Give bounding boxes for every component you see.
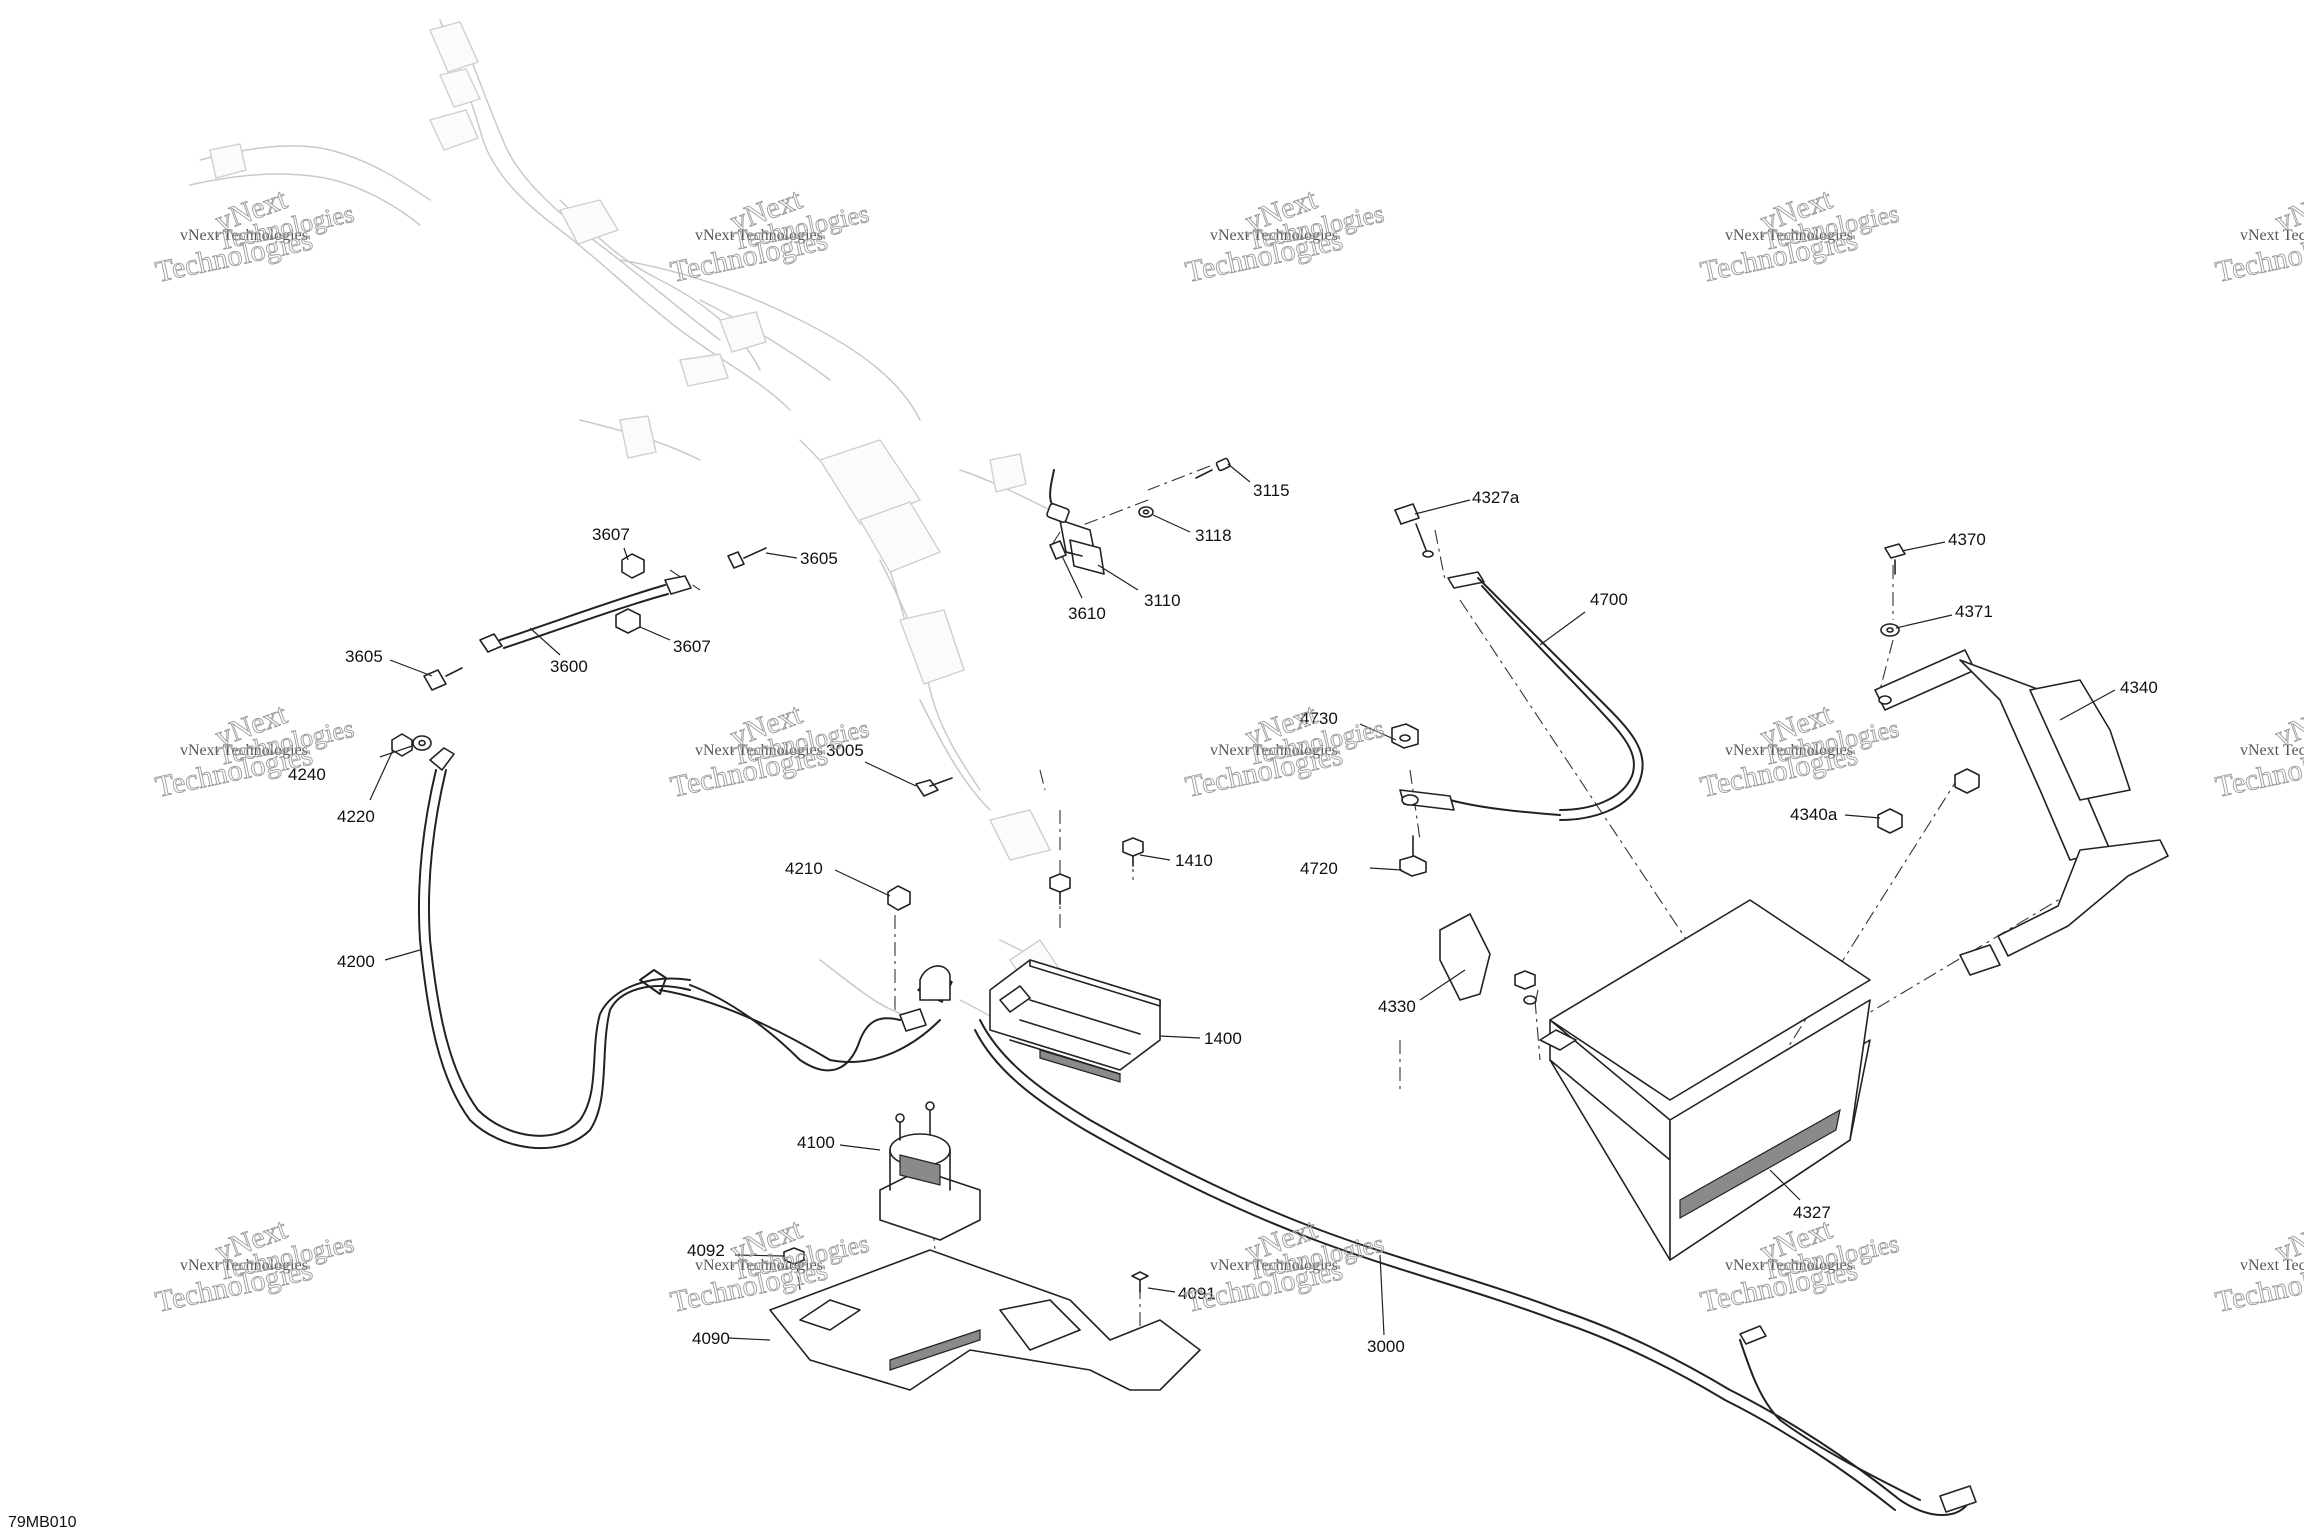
svg-text:vNext Technologies: vNext Technologies — [2240, 1257, 2304, 1274]
label-3600: 3600 — [550, 657, 588, 676]
nut-4220-icon — [391, 733, 413, 757]
watermark: vNext Technologies vNext Technologies Te… — [1697, 697, 1902, 804]
nut-3607-upper-icon — [621, 553, 645, 579]
label-4100: 4100 — [797, 1133, 835, 1152]
ghost-harness-background — [189, 19, 1121, 1041]
screw-4327a-icon — [1394, 503, 1434, 558]
assembly-dash-lines — [624, 465, 2076, 1330]
svg-text:vNext Technologies: vNext Technologies — [1210, 742, 1338, 759]
sensor-3110-icon — [1046, 469, 1105, 575]
watermark: vNext Technologies vNext Technologies Te… — [667, 182, 872, 289]
washer-4371-icon — [1880, 623, 1900, 637]
label-4700: 4700 — [1590, 590, 1628, 609]
bolt-3605-lower-icon — [423, 667, 463, 691]
label-3605-lower: 3605 — [345, 647, 383, 666]
svg-text:vNext Technologies: vNext Technologies — [2240, 227, 2304, 244]
bolt-3005-icon — [915, 777, 953, 797]
terminal-boot-4330 — [1439, 913, 1537, 1005]
watermark: vNext Technologies vNext Technologies Te… — [1182, 1212, 1387, 1319]
label-4210: 4210 — [785, 859, 823, 878]
watermark: vNext Technologies vNext Technologies — [2212, 182, 2304, 289]
svg-text:vNext Technologies: vNext Technologies — [2240, 742, 2304, 759]
label-3115: 3115 — [1253, 481, 1290, 500]
watermark: vNext Technologies vNext Technologies Te… — [152, 697, 357, 804]
watermark: vNext Technologies vNext Technologies Te… — [152, 182, 357, 289]
label-4200: 4200 — [337, 952, 375, 971]
svg-text:vNext Technologies: vNext Technologies — [1725, 742, 1853, 759]
label-3118: 3118 — [1195, 526, 1232, 545]
voltage-regulator-1400 — [989, 959, 1161, 1083]
screw-4091-icon — [1131, 1271, 1149, 1293]
label-4327a: 4327a — [1472, 488, 1520, 507]
label-4240: 4240 — [288, 765, 326, 784]
label-3607-lower: 3607 — [673, 637, 711, 656]
bolt-3605-upper-icon — [727, 547, 767, 569]
bolt-4370-icon — [1884, 543, 1906, 575]
svg-text:vNext Technologies: vNext Technologies — [695, 1257, 823, 1274]
part-labels: 3115 3118 3110 3610 4327a 4700 4370 4371… — [288, 481, 2158, 1356]
bolt-3115-icon — [1195, 457, 1231, 479]
label-4720: 4720 — [1300, 859, 1338, 878]
nut-4730-icon — [1391, 723, 1419, 749]
svg-text:vNext Technologies: vNext Technologies — [695, 227, 823, 244]
watermark: vNext Technologies vNext Technologies Te… — [1182, 697, 1387, 804]
label-4340a: 4340a — [1790, 805, 1838, 824]
svg-text:vNext Technologies: vNext Technologies — [1725, 1257, 1853, 1274]
nut-4210-icon — [887, 885, 911, 911]
svg-text:vNext Technologies: vNext Technologies — [180, 227, 308, 244]
label-4091: 4091 — [1178, 1284, 1216, 1303]
label-4340: 4340 — [2120, 678, 2158, 697]
watermark: vNext Technologies vNext Technologies Te… — [1182, 182, 1387, 289]
label-4730: 4730 — [1300, 709, 1338, 728]
screw-4092-icon — [783, 1247, 805, 1265]
washer-3118-icon — [1138, 506, 1154, 518]
screw-1410-icon — [1049, 837, 1144, 905]
battery-4327 — [1539, 899, 1871, 1261]
watermark: vNext Technologies vNext Technologies Te… — [1697, 182, 1902, 289]
watermark: vNext Technologies vNext Technologies — [2212, 1212, 2304, 1319]
label-3607-upper: 3607 — [592, 525, 630, 544]
watermark: vNext Technologies vNext Technologies Te… — [152, 1212, 357, 1319]
battery-cable-4700 — [1399, 571, 1644, 821]
label-4090: 4090 — [692, 1329, 730, 1348]
svg-text:vNext Technologies: vNext Technologies — [1210, 1257, 1338, 1274]
solenoid-relay-4100 — [879, 1101, 981, 1241]
label-3610: 3610 — [1068, 604, 1106, 623]
label-4327: 4327 — [1793, 1203, 1831, 1222]
svg-text:vNext Technologies: vNext Technologies — [180, 1257, 308, 1274]
main-harness-3000 — [639, 965, 1977, 1516]
base-plate-4090 — [769, 1249, 1201, 1391]
watermark: vNext Technologies vNext Technologies — [2212, 697, 2304, 804]
watermark: vNext Technologies vNext Technologies Te… — [1697, 1212, 1902, 1319]
positive-cable-4200 — [417, 747, 927, 1150]
label-4092: 4092 — [687, 1241, 725, 1260]
label-1410: 1410 — [1175, 851, 1213, 870]
svg-text:vNext Technologies: vNext Technologies — [180, 742, 308, 759]
label-4370: 4370 — [1948, 530, 1986, 549]
screw-3610-icon — [1049, 540, 1083, 560]
watermarks: vNext Technologies vNext Technologies Te… — [152, 182, 2304, 1319]
label-3000: 3000 — [1367, 1337, 1405, 1356]
battery-bracket-4340 — [1874, 649, 2169, 976]
nut-4340a-icon — [1877, 768, 1980, 834]
label-4371: 4371 — [1955, 602, 1993, 621]
label-3005: 3005 — [826, 741, 864, 760]
bolt-4720-icon — [1399, 835, 1427, 877]
diagram-code: 79MB010 — [8, 1514, 77, 1531]
washer-4240-icon — [412, 735, 432, 751]
nut-3607-lower-icon — [615, 608, 641, 634]
label-3605-upper: 3605 — [800, 549, 838, 568]
label-3110: 3110 — [1144, 591, 1181, 610]
label-1400: 1400 — [1204, 1029, 1242, 1048]
svg-text:vNext Technologies: vNext Technologies — [1725, 227, 1853, 244]
label-4330: 4330 — [1378, 997, 1416, 1016]
label-4220: 4220 — [337, 807, 375, 826]
svg-text:vNext Technologies: vNext Technologies — [1210, 227, 1338, 244]
leader-lines — [369, 463, 2116, 1341]
ground-strap-3600 — [479, 575, 692, 653]
svg-text:vNext Technologies: vNext Technologies — [695, 742, 823, 759]
